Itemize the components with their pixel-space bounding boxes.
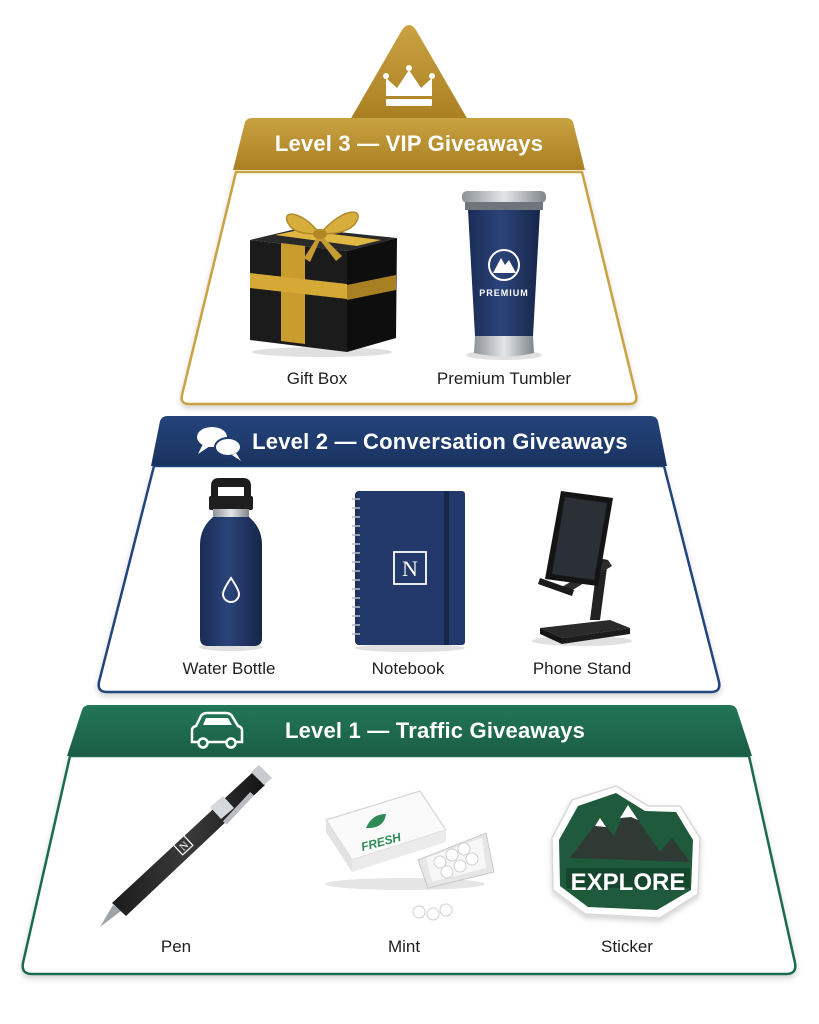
item-label-gift-box: Gift Box	[286, 369, 348, 388]
item-label-notebook: Notebook	[371, 659, 445, 678]
level-3-tier	[180, 118, 638, 406]
level-3-title: Level 3 — VIP Giveaways	[274, 131, 544, 156]
mint-tin-icon: FRESH	[325, 790, 495, 921]
gift-box-icon	[250, 211, 397, 357]
car-icon	[190, 711, 244, 749]
item-label-mint: Mint	[387, 937, 421, 956]
item-label-water-bottle: Water Bottle	[182, 659, 276, 678]
level-1-title: Level 1 — Traffic Giveaways	[284, 718, 586, 743]
item-label-phone-stand: Phone Stand	[532, 659, 632, 678]
item-label-pen: Pen	[160, 937, 192, 956]
level-2-title: Level 2 — Conversation Giveaways	[252, 429, 628, 454]
item-label-premium-tumbler: Premium Tumbler	[436, 369, 572, 388]
level-2-band	[151, 416, 667, 466]
level-3-band	[233, 118, 585, 170]
notebook-print: N	[402, 556, 418, 581]
sticker-print: EXPLORE	[571, 869, 686, 896]
pyramid-apex	[350, 25, 468, 120]
sticker-icon: EXPLORE	[551, 785, 701, 919]
notebook-spiral	[352, 498, 360, 635]
notebook-icon: N	[352, 491, 465, 652]
tumbler-mountain-logo	[488, 249, 520, 281]
tumbler-print: PREMIUM	[479, 288, 529, 298]
item-label-sticker: Sticker	[601, 937, 653, 956]
pen-icon: N	[100, 765, 272, 927]
crown-icon	[383, 65, 435, 106]
chat-bubbles-icon	[197, 427, 242, 461]
water-bottle-icon	[199, 478, 263, 651]
phone-stand-icon	[532, 491, 632, 646]
tumbler-icon: PREMIUM	[462, 191, 546, 360]
